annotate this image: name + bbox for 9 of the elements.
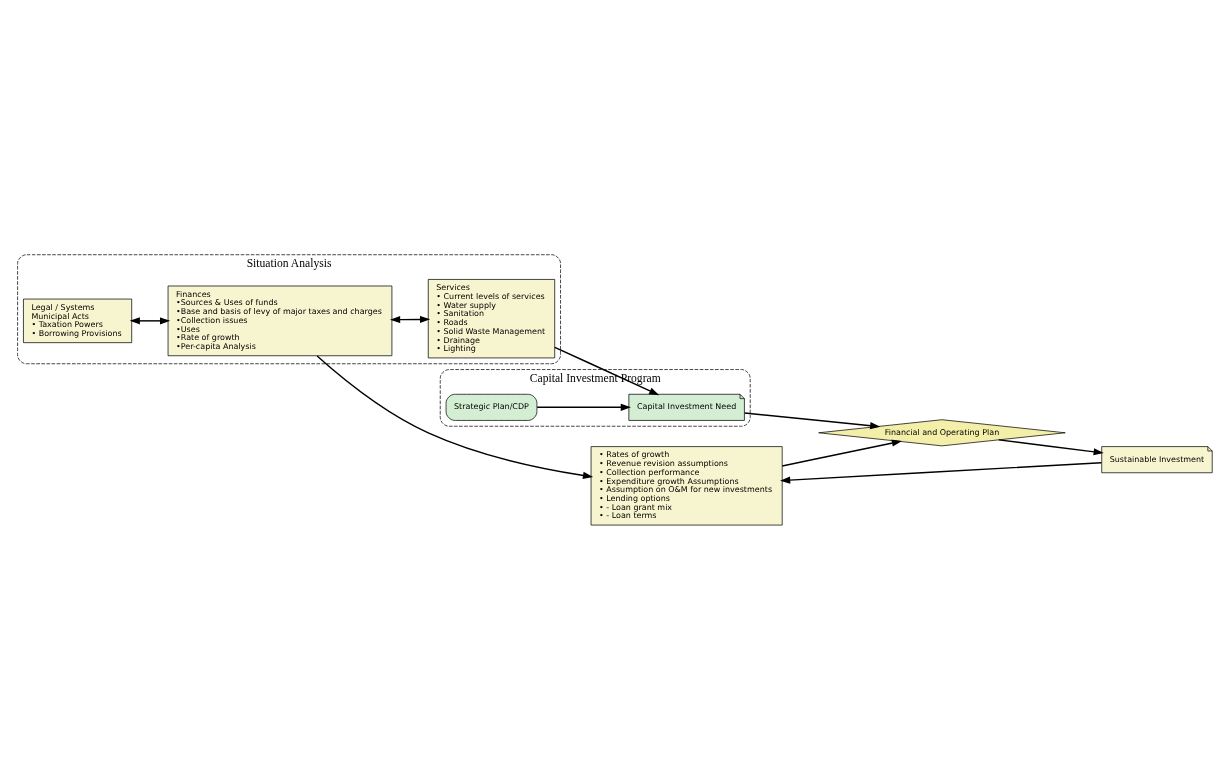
arrow <box>998 439 1104 456</box>
arrow <box>390 315 431 324</box>
arrow <box>129 317 171 325</box>
arrow <box>536 403 631 411</box>
arrow <box>554 346 660 396</box>
arrow <box>743 412 881 430</box>
arrow <box>780 462 1103 484</box>
arrow <box>316 355 594 479</box>
arrow <box>781 439 902 467</box>
